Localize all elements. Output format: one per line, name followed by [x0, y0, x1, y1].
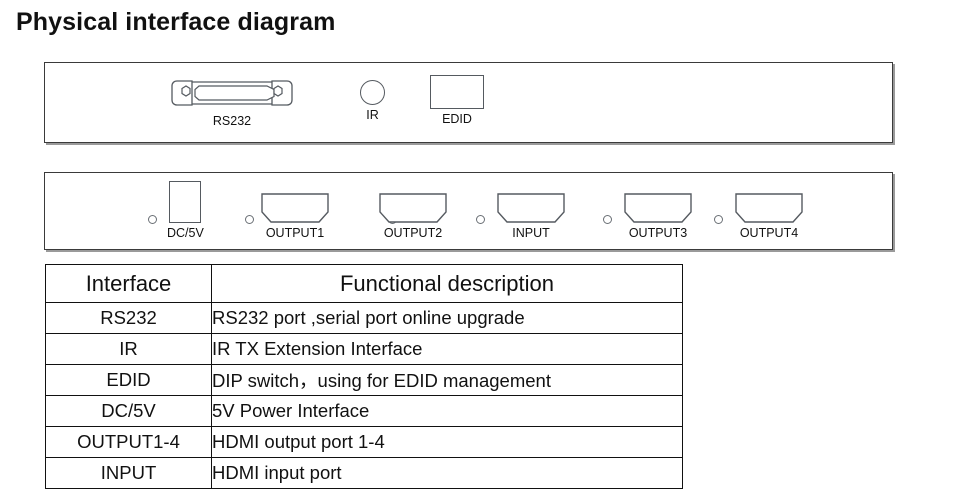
port-dc5v: DC/5V [167, 181, 204, 240]
port-label-output4: OUTPUT4 [739, 226, 799, 240]
cell-description: 5V Power Interface [211, 395, 683, 427]
hdmi-port-icon [624, 193, 692, 223]
table-row: OUTPUT1-4 HDMI output port 1-4 [45, 426, 683, 458]
port-label-edid: EDID [442, 112, 472, 126]
table-header-description: Functional description [211, 264, 683, 303]
cell-interface: IR [45, 333, 212, 365]
port-input: INPUT [497, 193, 565, 240]
port-label-input: INPUT [512, 226, 550, 240]
table-header-interface: Interface [45, 264, 212, 303]
screw-dot-icon [476, 215, 485, 224]
cell-interface: RS232 [45, 302, 212, 334]
cell-interface: EDID [45, 364, 212, 396]
table-header-row: Interface Functional description [45, 264, 683, 303]
dip-switch-icon [430, 75, 484, 109]
cell-description: RS232 port ,serial port online upgrade [211, 302, 683, 334]
port-edid: EDID [430, 75, 484, 126]
screw-dot-icon [714, 215, 723, 224]
page-title: Physical interface diagram [16, 8, 336, 36]
port-output4: OUTPUT4 [735, 193, 803, 240]
port-label-output1: OUTPUT1 [265, 226, 325, 240]
front-panel-diagram: RS232 IR EDID [44, 62, 893, 143]
interface-description-table: Interface Functional description RS232 R… [45, 264, 683, 489]
dc-power-jack-icon [169, 181, 202, 223]
cell-interface: INPUT [45, 457, 212, 489]
rear-panel-diagram: DC/5V OUTPUT1 OUTPUT2 INPUT [44, 172, 893, 250]
port-rs232: RS232 [170, 75, 294, 128]
hdmi-port-icon [261, 193, 329, 223]
table-row: EDID DIP switch，using for EDID managemen… [45, 364, 683, 396]
table-row: IR IR TX Extension Interface [45, 333, 683, 365]
port-label-ir: IR [366, 108, 379, 122]
port-output3: OUTPUT3 [624, 193, 692, 240]
dsub-connector-icon [170, 75, 294, 111]
table-row: DC/5V 5V Power Interface [45, 395, 683, 427]
port-label-output2: OUTPUT2 [383, 226, 443, 240]
table-row: INPUT HDMI input port [45, 457, 683, 489]
port-output1: OUTPUT1 [261, 193, 329, 240]
cell-interface: DC/5V [45, 395, 212, 427]
screw-dot-icon [603, 215, 612, 224]
port-label-rs232: RS232 [212, 114, 252, 128]
screw-dot-icon [245, 215, 254, 224]
port-ir: IR [360, 80, 385, 122]
hdmi-port-icon [379, 193, 447, 223]
cell-description: IR TX Extension Interface [211, 333, 683, 365]
port-output2: OUTPUT2 [379, 193, 447, 240]
ir-receiver-icon [360, 80, 385, 105]
cell-interface: OUTPUT1-4 [45, 426, 212, 458]
port-label-dc5v: DC/5V [167, 226, 204, 240]
port-label-output3: OUTPUT3 [628, 226, 688, 240]
screw-dot-icon [148, 215, 157, 224]
table-row: RS232 RS232 port ,serial port online upg… [45, 302, 683, 334]
cell-description: HDMI input port [211, 457, 683, 489]
cell-description: DIP switch，using for EDID management [211, 364, 683, 396]
hdmi-port-icon [735, 193, 803, 223]
hdmi-port-icon [497, 193, 565, 223]
cell-description: HDMI output port 1-4 [211, 426, 683, 458]
